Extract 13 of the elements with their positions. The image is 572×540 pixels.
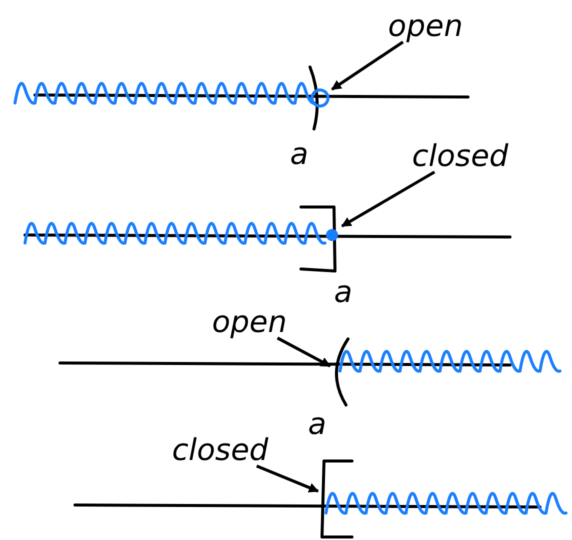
note-text: open — [212, 308, 287, 338]
note-text: open — [388, 12, 463, 42]
leader-arrow — [256, 464, 319, 493]
note-text: closed — [412, 142, 508, 172]
closed-bracket — [318, 458, 356, 540]
leader-arrow — [341, 170, 436, 228]
point-label: a — [334, 278, 352, 308]
point-label: a — [290, 140, 308, 170]
open-endpoint — [306, 64, 332, 132]
point-label: a — [308, 410, 326, 440]
note-text: closed — [172, 436, 268, 466]
leader-arrow — [276, 336, 331, 368]
leader-arrow — [331, 40, 404, 91]
